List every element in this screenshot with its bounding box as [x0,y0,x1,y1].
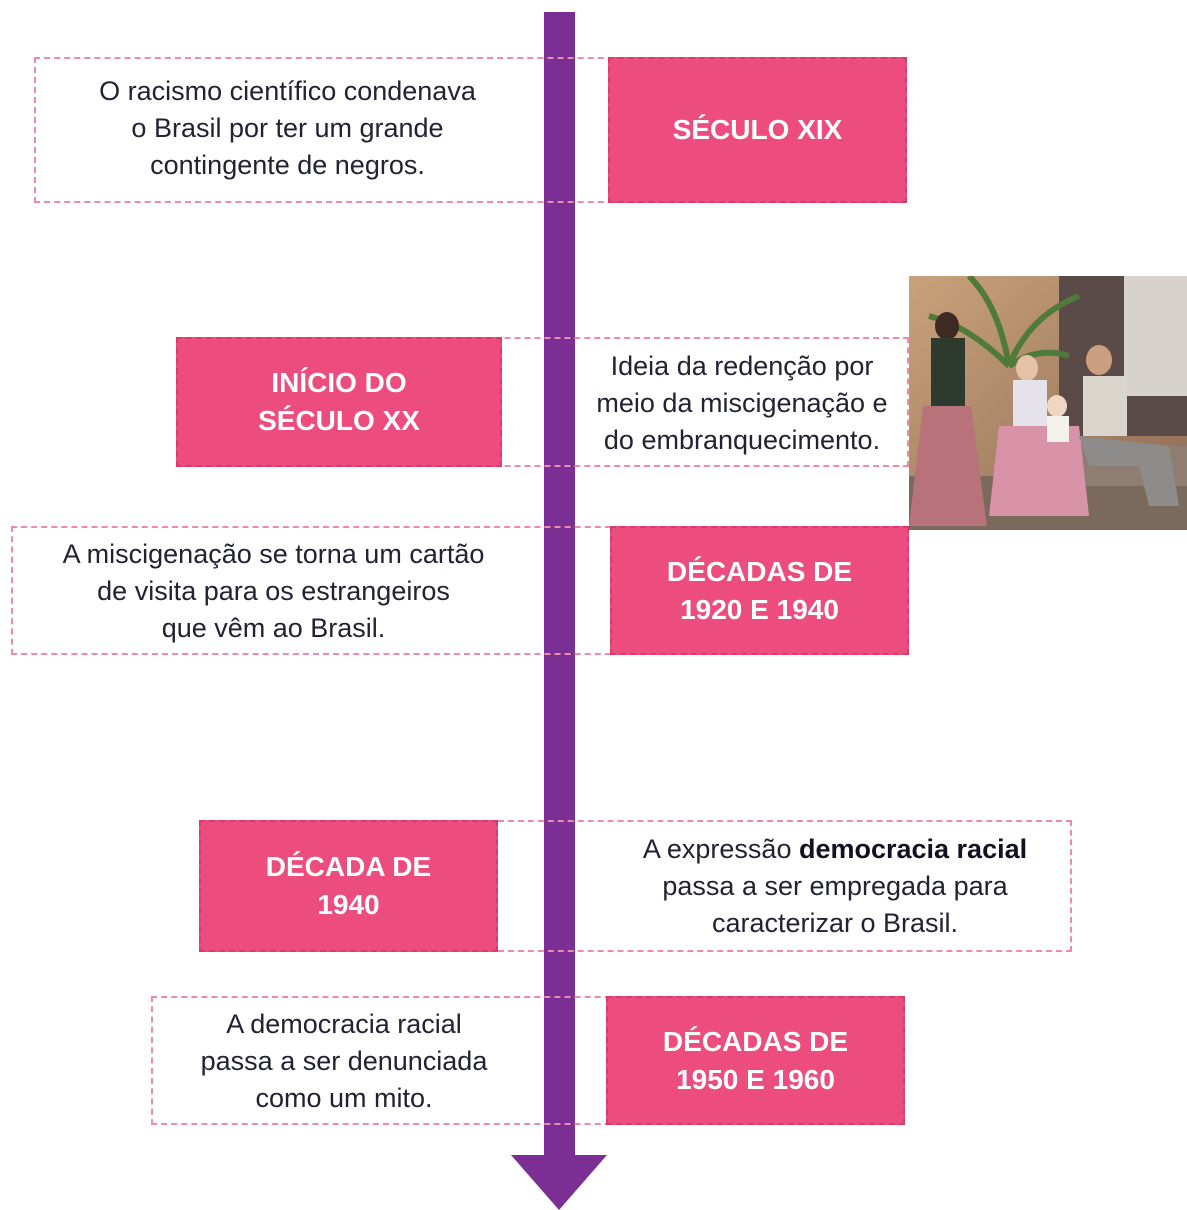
event-3-period: DÉCADAS DE 1920 E 1940 [610,526,909,655]
event-5-period: DÉCADAS DE 1950 E 1960 [606,996,905,1125]
event-4-period: DÉCADA DE 1940 [199,820,498,952]
event-2-period: INÍCIO DO SÉCULO XX [176,337,502,467]
event-4-description: A expressão democracia racial passa a se… [642,834,1028,938]
event-3-description: A miscigenação se torna um cartão de vis… [62,539,485,643]
arrow-down-icon [511,1155,607,1210]
event-5-description: A democracia racial passa a ser denuncia… [200,1009,488,1113]
timeline-axis [544,12,575,1160]
painting-image [909,276,1187,530]
event-1-period: SÉCULO XIX [608,57,907,203]
event-1-description: O racismo científico condenava o Brasil … [99,76,476,180]
event-2-description: Ideia da redenção por meio da miscigenaç… [596,351,888,455]
term-democracia-racial: democracia racial [798,834,1028,864]
